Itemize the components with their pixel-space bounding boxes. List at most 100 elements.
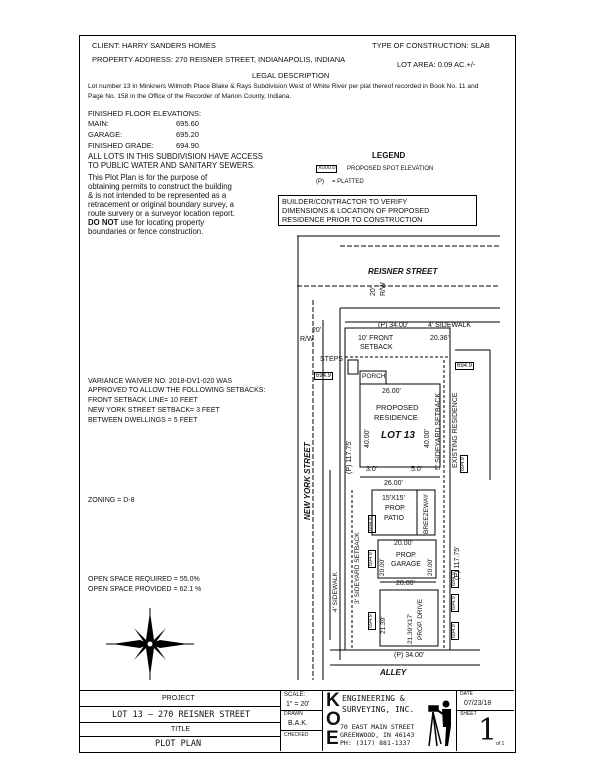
rear-lot-dim: (P) 34.00' (394, 652, 425, 659)
legal-heading: LEGAL DESCRIPTION (252, 71, 330, 80)
legend-spot-symbol: X000.0 (316, 165, 338, 173)
purpose-note-1: This Plot Plan is for the purpose of (88, 173, 208, 182)
spot-elev-7: 694.9 (451, 594, 459, 612)
sheet-of: of 1 (496, 741, 505, 747)
property-address-text: PROPERTY ADDRESS: 270 REISNER STREET, IN… (92, 55, 346, 64)
company-logo-o: O (326, 709, 341, 730)
access-note-1: ALL LOTS IN THIS SUBDIVISION HAVE ACCESS (88, 152, 263, 161)
open-space-required: OPEN SPACE REQUIRED = 55.0% (88, 576, 200, 583)
north-arrow-icon (106, 608, 194, 680)
spot-elev-3: 694.9 (460, 455, 468, 473)
variance-line-2: APPROVED TO ALLOW THE FOLLOWING SETBACKS… (88, 387, 266, 394)
side-lot-left: (P) 117.75' (346, 440, 353, 474)
variance-line-4: NEW YORK STREET SETBACK= 3 FEET (88, 407, 220, 414)
sideyard-left-label: 3' SIDEYARD SETBACK (354, 532, 361, 604)
company-address-2: GREENWOOD, IN 46143 (340, 731, 415, 739)
garage-depth-left: 20.00' (379, 558, 386, 576)
dim-3ft: 3.0' (366, 466, 378, 473)
garage-label-1: PROP. (396, 552, 417, 559)
lot-area-text: LOT AREA: 0.09 AC.+/- (397, 60, 476, 69)
spot-elev-5: 694.9 (368, 550, 376, 568)
access-note-2: TO PUBLIC WATER AND SANITARY SEWERS. (88, 161, 256, 170)
purpose-note-3: & is not intended to be represented as a (88, 191, 227, 200)
sidewalk-left-label: 4' SIDEWALK (332, 571, 339, 612)
front-lot-dim: (P) 34.00' (378, 322, 409, 329)
do-not-note: DO NOT use for locating property (88, 218, 205, 227)
company-name-2: SURVEYING, INC. (342, 705, 415, 714)
house-label-2: RESIDENCE (374, 413, 418, 422)
garage-width: 20.00' (394, 540, 413, 547)
legal-line-2: Page No. 158 in the Office of the Record… (88, 93, 292, 100)
patio-label-1: 15'X15' (382, 495, 405, 502)
rw-left-20: 20' (312, 327, 322, 334)
elevations-heading: FINISHED FLOOR ELEVATIONS: (88, 109, 202, 118)
house-width-rear: 26.00' (384, 480, 403, 487)
verify-note-3: RESIDENCE PRIOR TO CONSTRUCTION (282, 215, 423, 224)
spot-elev-9: 694.9 (451, 622, 459, 640)
sheet-number: 1 (478, 713, 498, 748)
variance-line-5: BETWEEN DWELLINGS = 5 FEET (88, 417, 198, 424)
company-logo-e: E (326, 728, 339, 749)
scale-value: 1" = 20' (286, 701, 310, 708)
open-space-provided: OPEN SPACE PROVIDED = 62.1 % (88, 586, 202, 593)
scale-label: SCALE: (284, 692, 306, 698)
date-value: 07/23/18 (464, 700, 492, 707)
construction-type-text: TYPE OF CONSTRUCTION: SLAB (372, 41, 490, 50)
legend-title: LEGEND (372, 151, 406, 160)
patio-label-2: PROP. (385, 505, 406, 512)
title-value: PLOT PLAN (155, 739, 202, 749)
drive-label-1: 21.39'X17' (407, 613, 414, 644)
house-label-1: PROPOSED (376, 403, 419, 412)
elev-grade-value: 694.90 (176, 141, 199, 150)
garage-width-rear: 20.00' (396, 580, 415, 587)
house-width: 26.00' (382, 388, 401, 395)
project-value: LOT 13 — 270 REISNER STREET (112, 710, 251, 720)
company-address-1: 70 EAST MAIN STREET (340, 723, 415, 731)
legend-platted-symbol: (P) (316, 179, 324, 185)
lot-number: LOT 13 (381, 430, 415, 441)
elev-garage-label: GARAGE: (88, 130, 123, 139)
sheet-label: SHEET (460, 711, 477, 717)
breezeway-label: BREEZEWAY (423, 493, 430, 534)
elev-garage-value: 695.20 (176, 130, 199, 139)
house-depth-left: 40.00' (364, 429, 371, 448)
drawn-value: B.A.K. (288, 720, 308, 727)
sidewalk-top-label: 4' SIDEWALK (428, 322, 472, 329)
legend-platted-label: = PLATTED (332, 179, 364, 185)
rw-left-label: R/W (300, 336, 314, 343)
elev-main-label: MAIN: (88, 119, 109, 128)
spot-elev-4: 694.9 (368, 515, 376, 533)
variance-line-3: FRONT SETBACK LINE= 10 FEET (88, 397, 198, 404)
front-setback-1: 10' FRONT (358, 335, 394, 342)
surveyor-icon (428, 700, 451, 747)
drive-dim: 21.39' (380, 616, 387, 634)
front-setback-2: SETBACK (360, 344, 393, 351)
spot-elev-right: 694.9 (455, 362, 475, 370)
verify-note-1: BUILDER/CONTRACTOR TO VERIFY (282, 197, 408, 206)
zoning-text: ZONING = D-8 (88, 497, 135, 504)
dim-5ft: 5.0' (411, 466, 423, 473)
new-york-street-label: NEW YORK STREET (303, 442, 312, 520)
drawing-frame (79, 35, 516, 753)
garage-label-2: GARAGE (391, 561, 421, 568)
reisner-street-label: REISNER STREET (368, 267, 438, 276)
porch-label: PORCH (362, 373, 386, 380)
client-text: CLIENT: HARRY SANDERS HOMES (92, 41, 216, 50)
purpose-note-5: route survery or a surveyor location rep… (88, 209, 235, 218)
house-depth-right: 40.00' (424, 429, 431, 448)
dim-2036: 20.36' (430, 335, 449, 342)
company-phone: PH: (317) 881-1337 (340, 739, 411, 747)
drive-label-2: PROP. DRIVE (417, 598, 424, 640)
rw-top-20: 20' (370, 286, 377, 296)
rw-top-label: R/W (380, 282, 387, 296)
verify-note-2: DIMENSIONS & LOCATION OF PROPOSED (282, 206, 430, 215)
alley-label: ALLEY (380, 668, 407, 677)
title-block (80, 690, 514, 752)
title-label: TITLE (171, 726, 191, 733)
legal-line-1: Lot number 13 in Minkners Wilmoth Place … (88, 83, 479, 90)
drawn-label: DRAWN (284, 711, 303, 717)
elev-main-value: 695.60 (176, 119, 199, 128)
existing-residence-label: EXISTING RESIDENCE (452, 392, 459, 468)
variance-line-1: VARIANCE WAIVER NO. 2018-DV1-020 WAS (88, 378, 233, 385)
